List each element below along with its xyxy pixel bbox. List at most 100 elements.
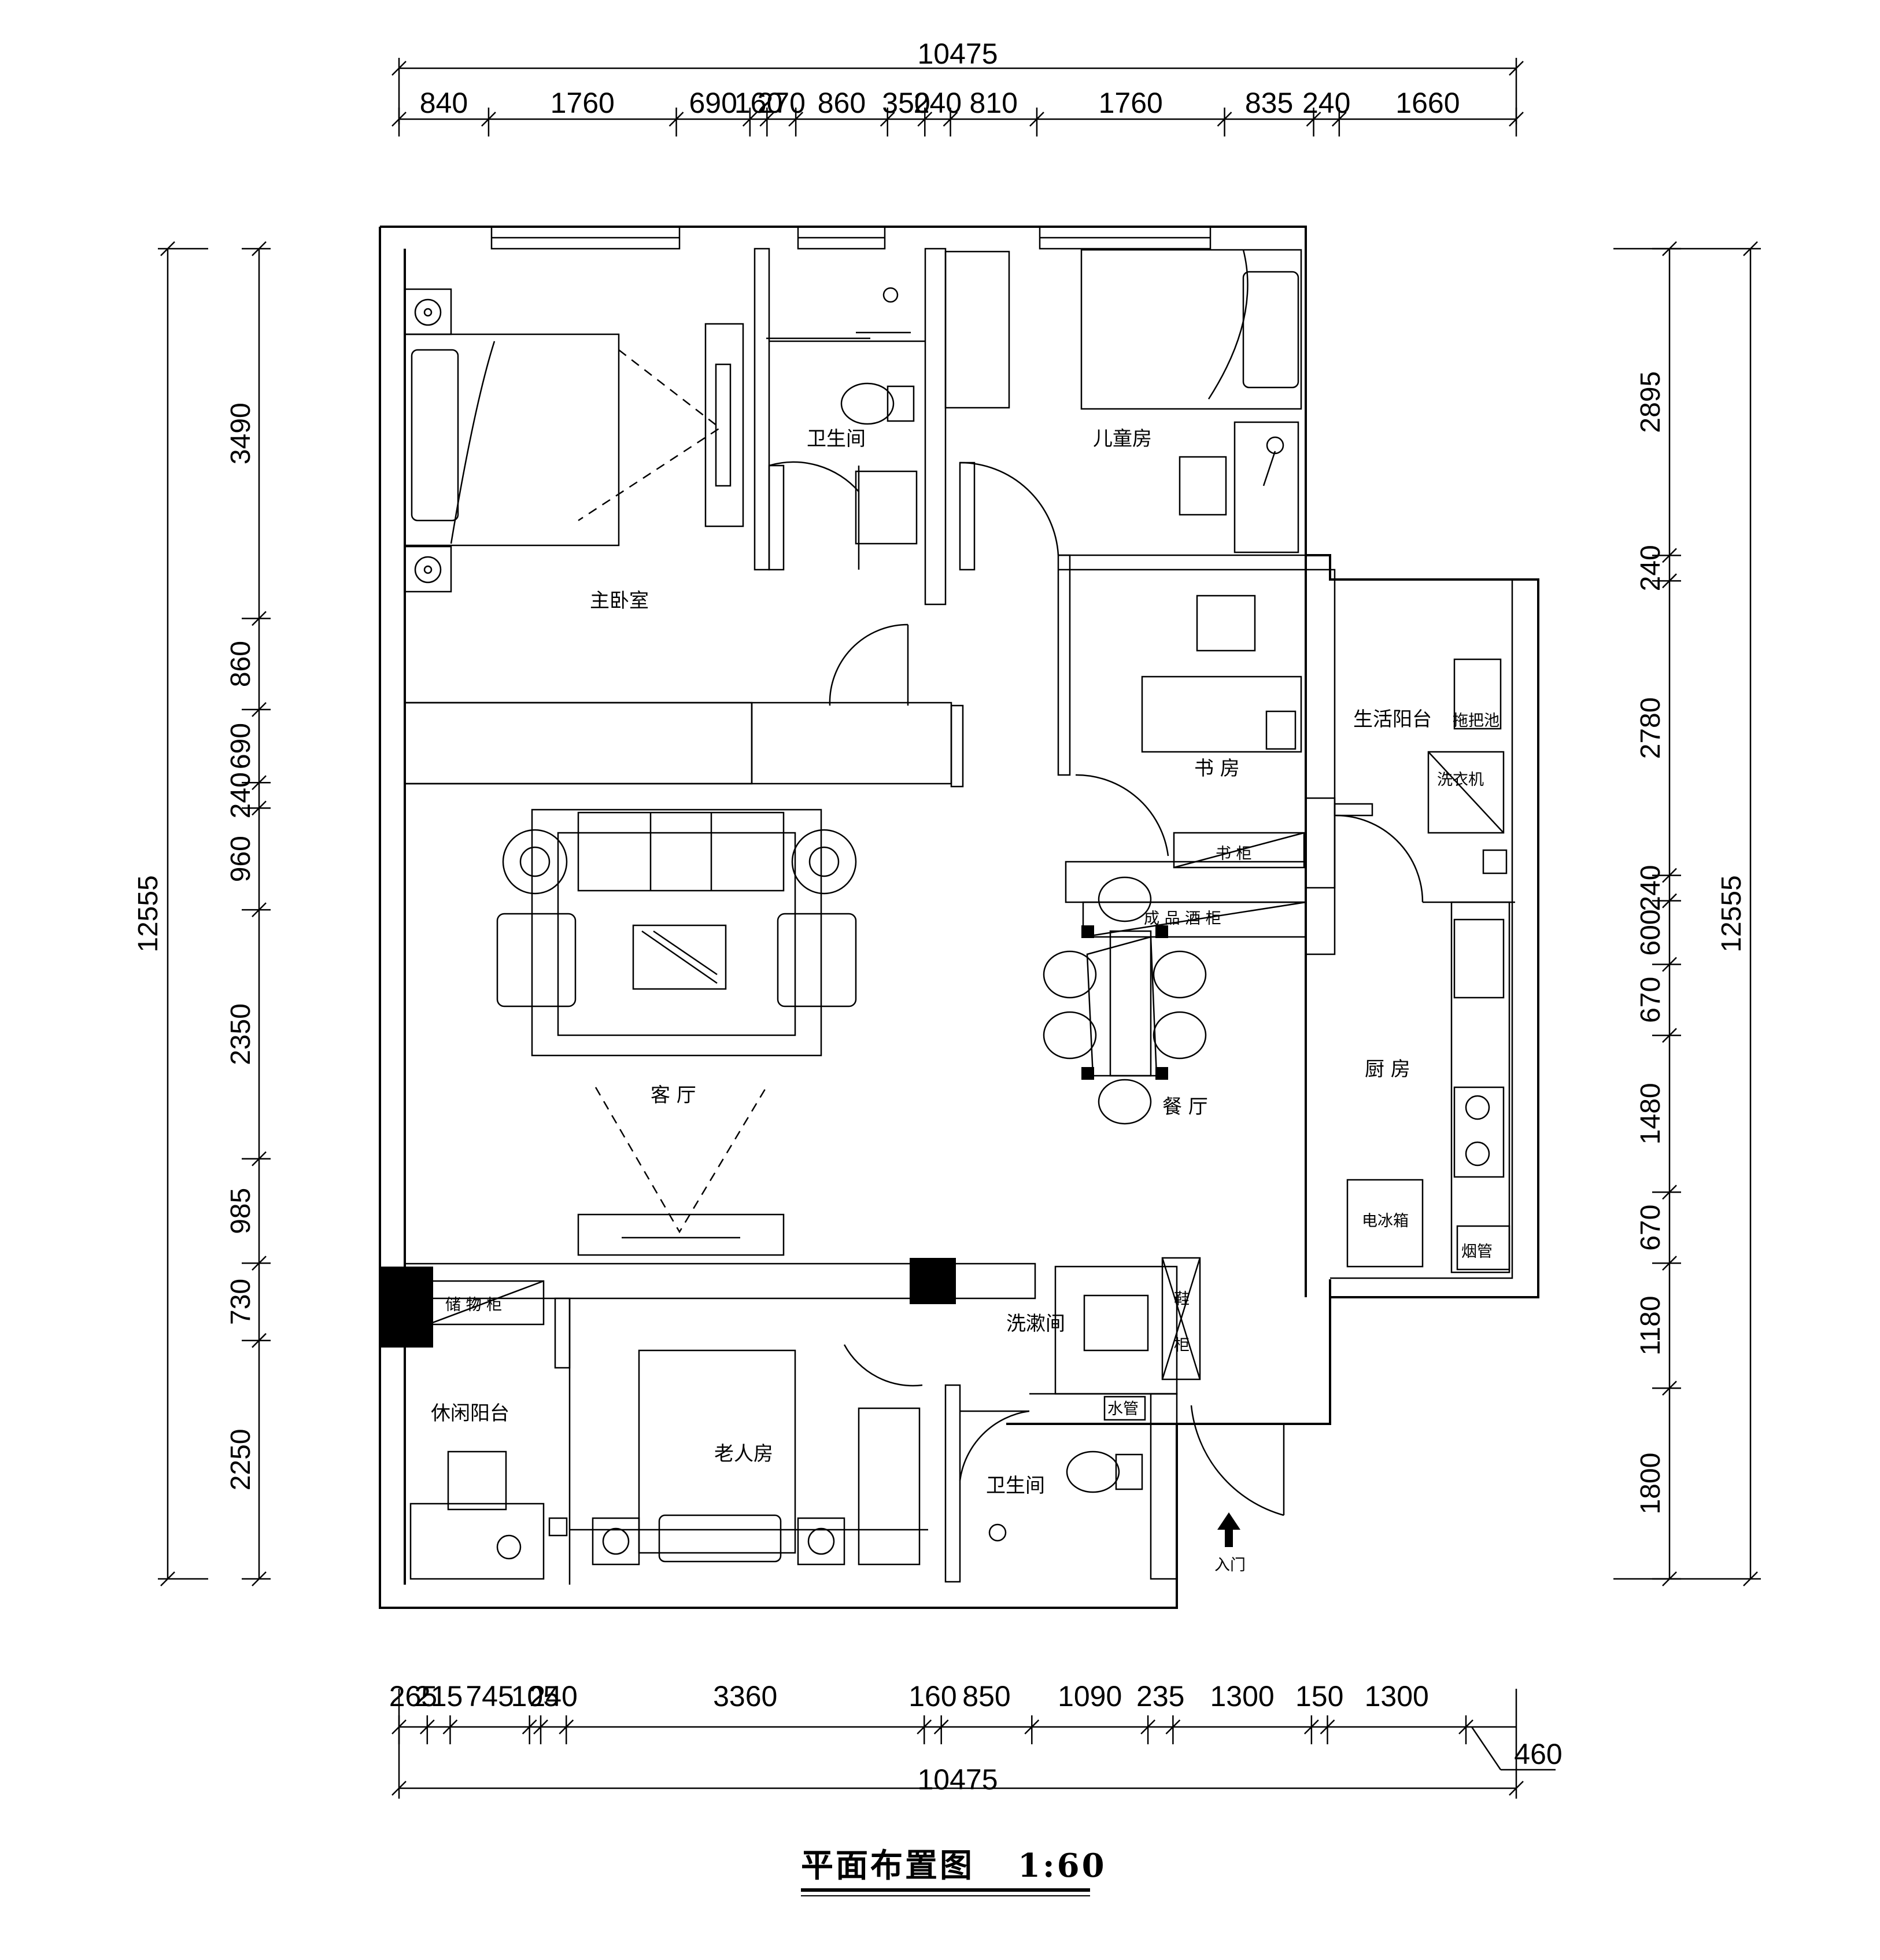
children-wardrobe [944, 250, 1010, 409]
dim-left-8: 2250 [226, 1429, 256, 1491]
kitchen-stove [1453, 1086, 1505, 1178]
dim-top-6: 350 [882, 87, 930, 119]
dim-left-1: 860 [226, 641, 256, 687]
fixture-labels: 拖把池 洗衣机 书 柜 成 品 酒 柜 电冰箱 烟管 储 物 柜 水管 入门 鞋… [445, 712, 1499, 1574]
fixture-label-shoe-cabinet: 鞋柜 [1174, 1290, 1190, 1354]
fixture-label-bookcase: 书 柜 [1216, 845, 1252, 863]
coffee-table [632, 924, 727, 990]
elder-bed [638, 1349, 796, 1554]
fixture-label-water-pipe: 水管 [1107, 1400, 1139, 1418]
dim-left-4: 960 [226, 836, 256, 882]
master-bed [404, 333, 620, 547]
dim-top-4: 270 [757, 87, 805, 119]
dim-right-6: 1480 [1635, 1083, 1666, 1145]
dim-bottom-3: 105 [511, 1680, 559, 1712]
fixture-label-wine-cabinet: 成 品 酒 柜 [1144, 910, 1221, 928]
dim-left-0: 3490 [226, 403, 256, 464]
fridge [1346, 1179, 1424, 1268]
dim-bottom-4: 240 [529, 1680, 577, 1712]
dim-top-12: 1660 [1395, 87, 1460, 119]
dim-top-8: 810 [970, 87, 1018, 119]
fixture-label-fridge: 电冰箱 [1362, 1212, 1409, 1230]
dim-top-1: 1760 [551, 87, 615, 119]
dim-overall-width-bottom: 10475 [917, 1763, 998, 1796]
dim-overall-width-top: 10475 [917, 38, 998, 70]
fixture-label-entrance: 入门 [1214, 1556, 1246, 1574]
room-label-dining-room: 餐 厅 [1162, 1095, 1208, 1119]
drawing-title: 平面布置图 1:60 [801, 1847, 1107, 1896]
dim-top-9: 1760 [1099, 87, 1163, 119]
dim-bottom-9: 235 [1136, 1680, 1184, 1712]
drawing-title-text: 平面布置图 [801, 1847, 974, 1885]
washer [1427, 751, 1505, 834]
room-label-living-room: 客 厅 [651, 1084, 696, 1107]
dim-bottom-extra: 460 [1514, 1738, 1562, 1770]
dim-left-5: 2350 [226, 1003, 256, 1065]
sofa [577, 811, 785, 892]
fixture-label-flue: 烟管 [1461, 1243, 1493, 1261]
dim-bottom-5: 3360 [713, 1680, 777, 1712]
entrance-arrow-icon [1217, 1512, 1240, 1547]
room-label-elder-room: 老人房 [714, 1442, 773, 1466]
room-label-study: 书 房 [1194, 757, 1240, 780]
room-label-living-balcony: 生活阳台 [1353, 708, 1432, 731]
room-label-bathroom-bottom: 卫生间 [986, 1474, 1045, 1497]
living-rug [531, 809, 822, 1057]
elder-wardrobe [858, 1407, 921, 1566]
dim-bottom-8: 1090 [1058, 1680, 1122, 1712]
room-label-children-room: 儿童房 [1093, 427, 1152, 451]
tv-cabinet [577, 1213, 785, 1256]
dim-left-3: 240 [226, 772, 256, 818]
dim-top-3: 160 [734, 87, 782, 119]
dim-top-10: 835 [1245, 87, 1293, 119]
dim-bottom-0: 265 [389, 1680, 437, 1712]
children-desk [1233, 421, 1299, 553]
furniture [404, 249, 1510, 1580]
study-desk [1141, 676, 1302, 753]
fixture-label-storage: 储 物 柜 [445, 1296, 502, 1314]
study-chair [1196, 595, 1256, 652]
room-label-bathroom-top: 卫生间 [807, 427, 866, 451]
dim-bottom-6: 160 [908, 1680, 956, 1712]
dim-bottom-7: 850 [962, 1680, 1010, 1712]
dim-right-9: 1800 [1635, 1453, 1666, 1515]
dim-top-2: 690 [689, 87, 737, 119]
dim-right-8: 1180 [1635, 1296, 1666, 1356]
dim-left-7: 730 [226, 1279, 256, 1325]
fixture-label-mop-sink: 拖把池 [1453, 712, 1499, 730]
dim-right-1: 240 [1635, 545, 1666, 591]
dim-top-5: 860 [818, 87, 866, 119]
dim-bottom-10: 1300 [1210, 1680, 1275, 1712]
dim-overall-height-left: 12555 [133, 875, 164, 952]
dim-left-6: 985 [226, 1188, 256, 1234]
room-label-master-bedroom: 主卧室 [590, 589, 649, 612]
dim-top-0: 840 [420, 87, 468, 119]
room-label-wash-room: 洗漱间 [1006, 1312, 1065, 1335]
kitchen-sink [1453, 918, 1505, 999]
dim-right-0: 2895 [1635, 371, 1666, 433]
room-label-leisure-balcony: 休闲阳台 [431, 1402, 509, 1425]
dim-bottom-12: 1300 [1365, 1680, 1429, 1712]
dim-right-2: 2780 [1635, 697, 1666, 759]
dim-left-2: 690 [226, 723, 256, 769]
walls [379, 226, 1539, 1609]
dim-right-7: 670 [1635, 1205, 1666, 1251]
dim-top-11: 240 [1302, 87, 1350, 119]
dim-overall-height-right: 12555 [1716, 875, 1747, 952]
room-label-kitchen: 厨 房 [1365, 1058, 1410, 1081]
dim-top-7: 240 [914, 87, 962, 119]
dim-right-5: 670 [1635, 977, 1666, 1023]
dimension-lines [158, 58, 1761, 1799]
dim-bottom-1: 215 [415, 1680, 463, 1712]
dim-right-3: 240 [1635, 865, 1666, 911]
door-arcs [766, 331, 1424, 1516]
dim-right-4: 600 [1635, 909, 1666, 955]
children-bed [1080, 249, 1302, 410]
dim-bottom-2: 745 [466, 1680, 514, 1712]
fixture-label-washer: 洗衣机 [1437, 771, 1484, 789]
room-labels: 主卧室 卫生间 儿童房 书 房 生活阳台 客 厅 餐 厅 厨 房 洗漱间 休闲阳… [431, 427, 1432, 1497]
balcony-desk [409, 1503, 545, 1580]
drawing-scale-text: 1:60 [1018, 1847, 1107, 1885]
